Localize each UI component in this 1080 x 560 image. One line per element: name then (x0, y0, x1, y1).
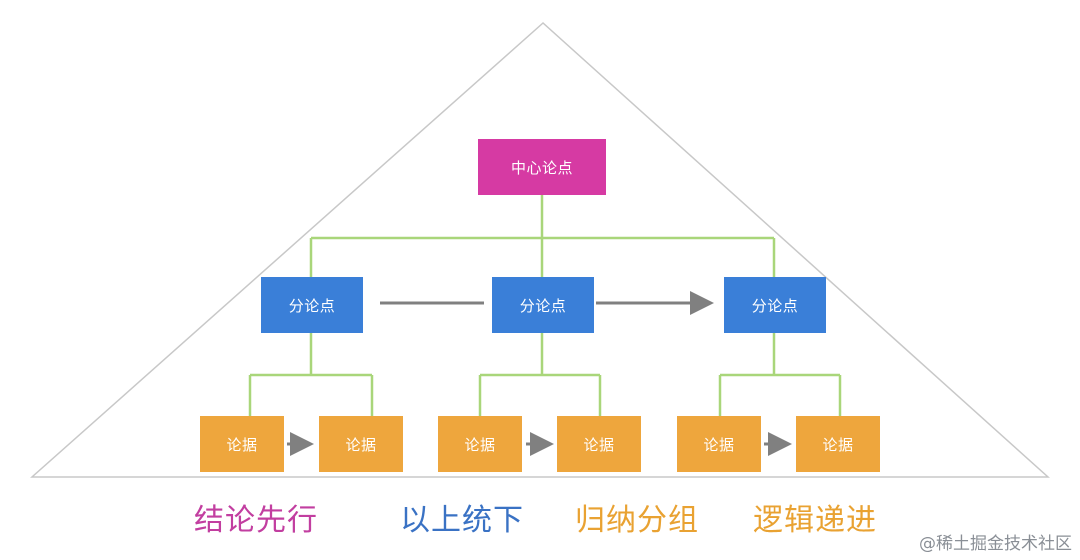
pyramid-outline (30, 21, 1050, 478)
sub-point-node-3: 分论点 (724, 277, 826, 333)
evidence-node-4: 论据 (557, 416, 641, 472)
sub-point-node-2: 分论点 (492, 277, 594, 333)
sub-point-label: 分论点 (288, 296, 336, 315)
principle-text: 结论先行 (194, 503, 318, 538)
central-thesis-label: 中心论点 (510, 158, 573, 177)
evidence-node-1: 论据 (200, 416, 284, 472)
principle-logical-progression: 逻辑递进 (753, 495, 877, 539)
principle-top-down: 以上统下 (400, 495, 524, 539)
evidence-label: 论据 (226, 435, 258, 454)
sub-point-label: 分论点 (751, 296, 799, 315)
evidence-node-6: 论据 (796, 416, 880, 472)
evidence-node-3: 论据 (438, 416, 522, 472)
principle-text: 归纳分组 (575, 503, 699, 538)
principle-grouping: 归纳分组 (575, 495, 699, 539)
sub-point-label: 分论点 (519, 296, 567, 315)
evidence-node-2: 论据 (319, 416, 403, 472)
evidence-label: 论据 (822, 435, 854, 454)
evidence-label: 论据 (583, 435, 615, 454)
evidence-label: 论据 (345, 435, 377, 454)
evidence-label: 论据 (464, 435, 496, 454)
watermark-text: @稀土掘金技术社区 (919, 534, 1072, 554)
principle-text: 以上统下 (400, 503, 524, 538)
sub-point-node-1: 分论点 (261, 277, 363, 333)
principle-conclusion-first: 结论先行 (194, 495, 318, 539)
evidence-node-5: 论据 (677, 416, 761, 472)
watermark: @稀土掘金技术社区 (919, 529, 1072, 554)
evidence-label: 论据 (703, 435, 735, 454)
central-thesis-node: 中心论点 (478, 139, 606, 195)
connector-center-to-subs (309, 195, 776, 277)
principle-text: 逻辑递进 (753, 503, 877, 538)
connector-subs-to-evidence (248, 333, 842, 416)
